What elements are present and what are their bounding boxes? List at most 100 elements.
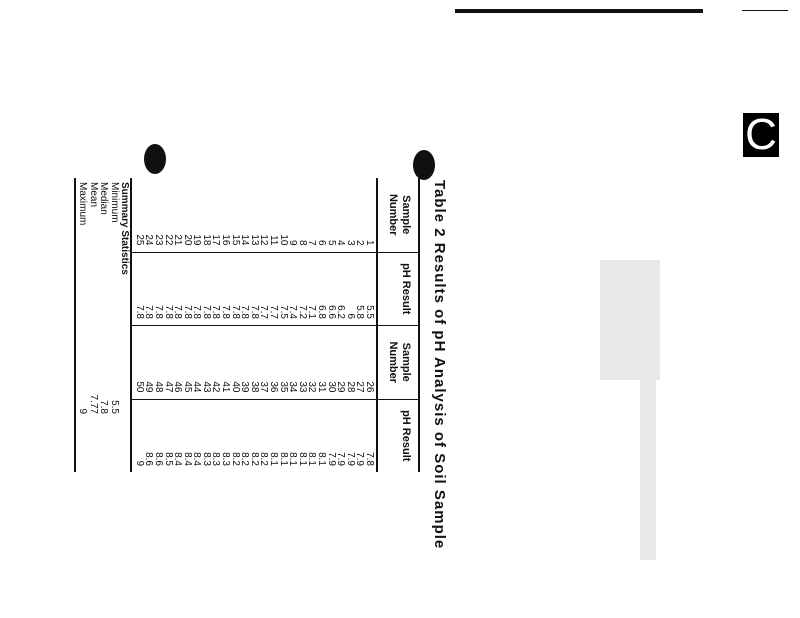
ph-result-cell: 8.1 — [287, 452, 299, 466]
col-header-ph-result: pH Result — [378, 398, 418, 472]
ph-result-cell: 7.8 — [248, 305, 260, 319]
ph-result-cell: 8.1 — [316, 452, 328, 466]
sample-number-cell: 23 — [152, 234, 164, 246]
sample-number-cell: 21 — [172, 234, 184, 246]
sample-number-cell: 27 — [354, 381, 366, 393]
ph-result-cell: 7.8 — [133, 305, 145, 319]
sample-number-cell: 42 — [210, 381, 222, 393]
section-tab: C — [743, 113, 779, 157]
summary-value: 9 — [77, 408, 89, 414]
ph-result-cell: 7.9 — [335, 452, 347, 466]
sample-number-cell: 12 — [258, 234, 270, 246]
sample-number-cell: 40 — [229, 381, 241, 393]
sample-number-cell: 24 — [143, 234, 155, 246]
ph-result-cell: 7.8 — [229, 305, 241, 319]
sample-number-cell: 29 — [335, 381, 347, 393]
col-header-ph-result: pH Result — [378, 251, 418, 325]
sample-number-cell: 11 — [268, 235, 280, 246]
sample-number-cell: 30 — [325, 381, 337, 393]
col-header-sample-number: Sample Number — [387, 193, 412, 236]
ph-result-cell: 5.8 — [354, 305, 366, 319]
ph-result-cell: 7.9 — [344, 452, 356, 466]
ph-result-cell: 7.8 — [239, 305, 251, 319]
sample-number-cell: 4 — [335, 239, 347, 246]
sample-number-cell: 13 — [248, 234, 260, 246]
ph-result-cell: 8.2 — [248, 452, 260, 466]
sample-number-cell: 33 — [296, 381, 308, 393]
ph-result-cell: 7.7 — [258, 305, 270, 319]
summary-value: 7.8 — [98, 400, 110, 414]
sample-number-cell: 38 — [248, 381, 260, 393]
ph-result-cell: 9 — [133, 460, 145, 466]
ph-results-table: Sample Number pH Result Sample Number pH… — [73, 178, 420, 472]
summary-label: Minimum — [108, 182, 120, 223]
ph-result-cell: 8.2 — [239, 452, 251, 466]
bleed-through — [640, 300, 656, 560]
sample-number-cell: 6 — [316, 239, 328, 246]
sample-number-cell: 25 — [133, 234, 145, 246]
ph-result-cell: 8.3 — [210, 452, 222, 466]
ph-result-cell: 6 — [344, 313, 356, 319]
sample-number-cell: 15 — [229, 234, 241, 246]
ph-result-cell: 7.9 — [354, 452, 366, 466]
sample-number-cell: 45 — [181, 381, 193, 393]
sample-number-cell: 8 — [296, 239, 308, 246]
ph-result-cell: 7.8 — [191, 305, 203, 319]
sample-number-cell: 16 — [220, 234, 232, 246]
summary-title: Summary Statistics — [119, 182, 131, 275]
ph-result-cell: 8.4 — [172, 452, 184, 466]
ph-result-cell: 5.5 — [364, 305, 375, 319]
ph-result-cell: 6.8 — [316, 305, 328, 319]
ph-result-cell: 8.2 — [258, 452, 270, 466]
sample-number-cell: 41 — [220, 381, 232, 393]
sample-number-cell: 36 — [268, 381, 280, 393]
sample-number-cell: 18 — [200, 234, 212, 246]
sample-number-cell: 2 — [354, 239, 366, 246]
sample-number-cell: 10 — [277, 234, 289, 246]
summary-row: Maximum 9 — [77, 182, 88, 414]
ph-result-cell: 7.8 — [162, 305, 174, 319]
sample-number-cell: 37 — [258, 381, 270, 393]
sample-number-cell: 1 — [364, 239, 375, 246]
table-header-row: Sample Number pH Result Sample Number pH… — [376, 178, 418, 472]
ph-result-cell: 7.8 — [210, 305, 222, 319]
sample-number-cell: 17 — [210, 234, 222, 246]
sample-number-cell: 26 — [364, 381, 375, 393]
ph-result-cell: 6.6 — [325, 305, 337, 319]
ph-result-cell: 7.8 — [220, 305, 232, 319]
ph-result-cell: 7.4 — [287, 305, 299, 319]
sample-number-cell: 43 — [200, 381, 212, 393]
ph-result-cell: 7.8 — [200, 305, 212, 319]
ph-result-cell: 7.8 — [172, 305, 184, 319]
sample-number-cell: 50 — [133, 381, 145, 393]
header-rule-short — [742, 10, 788, 11]
ph-result-cell: 8.1 — [268, 452, 280, 466]
ph-result-cell: 7.5 — [277, 305, 289, 319]
sample-number-cell: 48 — [152, 381, 164, 393]
sample-number-cell: 3 — [344, 239, 356, 246]
summary-label: Maximum — [77, 182, 89, 226]
ph-result-cell: 8.6 — [152, 452, 164, 466]
binder-hole — [144, 144, 166, 174]
binder-hole — [413, 150, 435, 180]
sample-number-cell: 20 — [181, 234, 193, 246]
sample-number-cell: 7 — [306, 239, 318, 246]
col-header-sample-number: Sample Number — [378, 325, 418, 399]
sample-number-cell: 47 — [162, 381, 174, 393]
sample-number-cell: 9 — [287, 239, 299, 246]
ph-result-cell: 8.5 — [162, 452, 174, 466]
sample-number-cell: 39 — [239, 381, 251, 393]
sample-number-cell: 28 — [344, 381, 356, 393]
sample-number-cell: 31 — [316, 381, 328, 393]
ph-result-cell: 7.8 — [152, 305, 164, 319]
sample-number-cell: 49 — [143, 381, 155, 393]
ph-result-cell: 8.2 — [229, 452, 241, 466]
